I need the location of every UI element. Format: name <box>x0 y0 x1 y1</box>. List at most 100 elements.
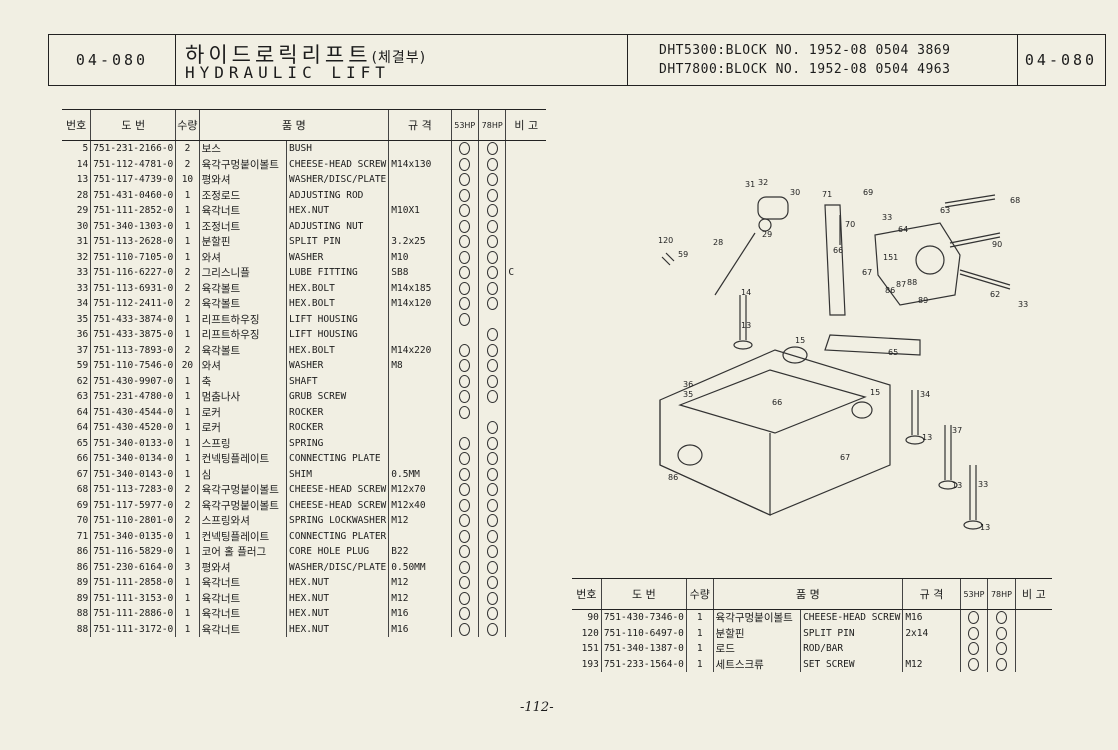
row-part-number: 751-110-2801-0 <box>90 513 176 529</box>
fitment-circle-icon <box>459 204 471 218</box>
diagram-callout-label: 13 <box>952 481 962 490</box>
shaft-62-shape <box>959 269 1011 290</box>
diagram-callout-label: 69 <box>863 188 873 197</box>
diagram-callout-label: 87 <box>896 280 906 289</box>
block-number-dht5300: DHT5300:BLOCK NO. 1952-08 0504 3869 <box>659 43 951 58</box>
row-note <box>505 358 546 374</box>
row-note <box>505 296 546 312</box>
housing-top-face-shape <box>678 369 867 434</box>
fitment-circle-icon <box>459 312 471 326</box>
diagram-callout-label: 37 <box>952 426 962 435</box>
col2-name: 품 명 <box>712 578 903 610</box>
row-name-english: SPRING LOCKWASHER <box>286 513 389 529</box>
row-name-english: LUBE FITTING <box>286 265 389 281</box>
fitment-circle-icon <box>486 188 498 202</box>
fitment-circle-icon <box>486 266 498 280</box>
diagram-callout-label: 13 <box>741 321 751 330</box>
row-53hp-mark <box>450 234 479 250</box>
title-korean-sub: (체결부) <box>371 50 427 66</box>
row-qty: 1 <box>175 234 200 250</box>
row-78hp-mark <box>477 513 506 529</box>
row-53hp-mark <box>450 621 479 637</box>
diagram-callout-label: 29 <box>762 230 772 239</box>
row-53hp-mark <box>450 606 479 622</box>
row-name-english: ADJUSTING ROD <box>286 187 389 203</box>
row-name-korean: 육각볼트 <box>198 280 287 296</box>
row-53hp-mark <box>450 420 479 436</box>
row-78hp-mark <box>477 140 506 157</box>
row-78hp-mark <box>477 528 506 544</box>
row-name-korean: 육각구멍붙이볼트 <box>198 156 287 172</box>
diagram-callout-label: 70 <box>845 220 855 229</box>
row-spec: M8 <box>388 358 452 374</box>
row-no: 65 <box>76 437 89 449</box>
fitment-circle-icon <box>486 281 498 295</box>
row-spec <box>902 641 961 657</box>
row-name-korean: 육각구멍붙이볼트 <box>712 609 801 626</box>
diagram-callout-label: 71 <box>822 190 832 199</box>
row-53hp-mark <box>450 466 479 482</box>
row-78hp-mark <box>477 575 506 591</box>
fitment-circle-icon <box>486 250 498 264</box>
row-part-number: 751-110-7105-0 <box>90 249 176 265</box>
row-no: 13 <box>76 174 89 186</box>
col2-part-number: 도 번 <box>600 578 687 610</box>
row-78hp-mark <box>987 625 1016 641</box>
row-part-number: 751-113-7283-0 <box>90 482 176 498</box>
row-spec: M12x70 <box>388 482 452 498</box>
row-name-korean: 육각너트 <box>198 606 287 622</box>
row-part-number: 751-431-0460-0 <box>90 187 176 203</box>
row-name-english: HEX.NUT <box>286 621 389 637</box>
row-qty: 1 <box>175 249 200 265</box>
row-53hp-mark <box>450 218 479 234</box>
row-spec <box>388 435 452 451</box>
row-note <box>1014 625 1052 641</box>
fitment-circle-icon <box>459 405 471 419</box>
row-note <box>1014 656 1052 672</box>
fitment-circle-icon <box>459 219 471 233</box>
row-qty: 1 <box>685 609 714 626</box>
fitment-circle-icon <box>486 514 498 528</box>
parts-table-continued-header: 번호 도 번 수량 품 명 규 격 53HP 78HP 비 고 <box>572 578 1052 610</box>
fitment-circle-icon <box>459 188 471 202</box>
row-note <box>505 187 546 203</box>
row-name-english: SHIM <box>286 466 389 482</box>
row-part-number: 751-116-6227-0 <box>90 265 176 281</box>
row-name-english: LIFT HOUSING <box>286 311 389 327</box>
diagram-callout-label: 13 <box>922 433 932 442</box>
housing-side-shape <box>659 400 771 516</box>
parts-table-header: 번호 도 번 수량 품 명 규 격 53HP 78HP 비 고 <box>62 109 546 141</box>
row-name-korean: 육각너트 <box>198 575 287 591</box>
row-part-number: 751-430-4544-0 <box>90 404 176 420</box>
row-78hp-mark <box>477 373 506 389</box>
fitment-circle-icon <box>486 421 498 435</box>
fitment-circle-icon <box>486 219 498 233</box>
row-53hp-mark <box>450 544 479 560</box>
row-spec: 0.50MM <box>388 559 452 575</box>
row-spec: M10 <box>388 249 452 265</box>
row-spec <box>388 404 452 420</box>
row-part-number: 751-430-7346-0 <box>600 609 687 626</box>
row-qty: 2 <box>175 296 200 312</box>
diagram-callout-label: 88 <box>907 278 917 287</box>
row-53hp-mark <box>450 497 479 513</box>
col-name: 품 명 <box>198 109 389 141</box>
row-note <box>505 497 546 513</box>
row-qty: 2 <box>175 497 200 513</box>
row-part-number: 751-113-7893-0 <box>90 342 176 358</box>
row-note <box>505 482 546 498</box>
diagram-callout-label: 62 <box>990 290 1000 299</box>
row-name-english: HEX.NUT <box>286 606 389 622</box>
row-78hp-mark <box>477 156 506 172</box>
diagram-callout-label: 28 <box>713 238 723 247</box>
row-name-korean: 리프트하우징 <box>198 311 287 327</box>
row-53hp-mark <box>450 172 479 188</box>
fitment-circle-icon <box>486 622 498 636</box>
